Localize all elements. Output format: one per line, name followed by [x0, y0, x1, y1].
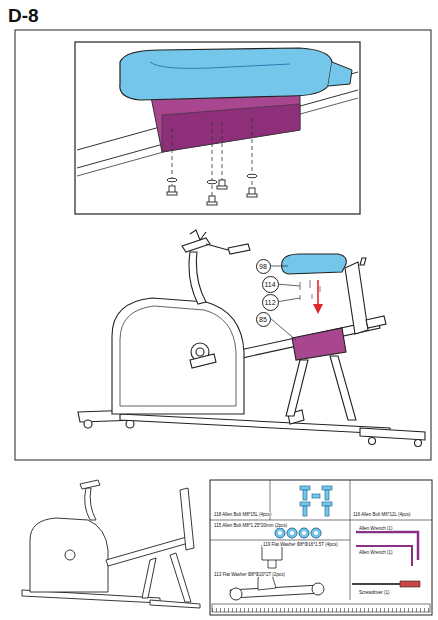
- bike: [78, 230, 425, 447]
- hardware-label: 115 Allen Bolt M8*1.25*20mm (2pcs): [213, 523, 288, 528]
- callout-number: 98: [259, 263, 267, 270]
- hardware-label: Allen Wrench (1): [358, 550, 393, 555]
- callout-circle: 112: [262, 294, 279, 311]
- hardware-label: 113 Flat Washer Φ8*Φ20*2T (2pcs): [213, 572, 286, 577]
- hardware-panel: [210, 480, 432, 615]
- hardware-label: 119 Flat Washer Φ8*Φ16*1.5T (4pcs): [262, 542, 339, 547]
- hardware-label: Allen Wrench (1): [358, 526, 393, 531]
- callout-number: 114: [264, 281, 275, 288]
- assembly-arrow: [313, 280, 323, 314]
- step-title: D-8: [8, 5, 39, 27]
- callout-circle: 98: [256, 259, 271, 274]
- frame: [15, 30, 431, 460]
- hardware-label: 118 Allen Bolt M8*15L (4pcs): [213, 512, 273, 517]
- detail-inset: [75, 42, 360, 214]
- hardware-label: 116 Allen Bolt M6*12L (4pcs): [352, 512, 412, 517]
- callout-number: 112: [264, 299, 275, 306]
- callout-circle: 85: [256, 312, 271, 327]
- callout-number: 85: [259, 316, 267, 323]
- callout-circle: 114: [262, 276, 279, 293]
- bike-thumbnail: [22, 480, 200, 608]
- hardware-label: Screwdriver (1): [358, 590, 391, 595]
